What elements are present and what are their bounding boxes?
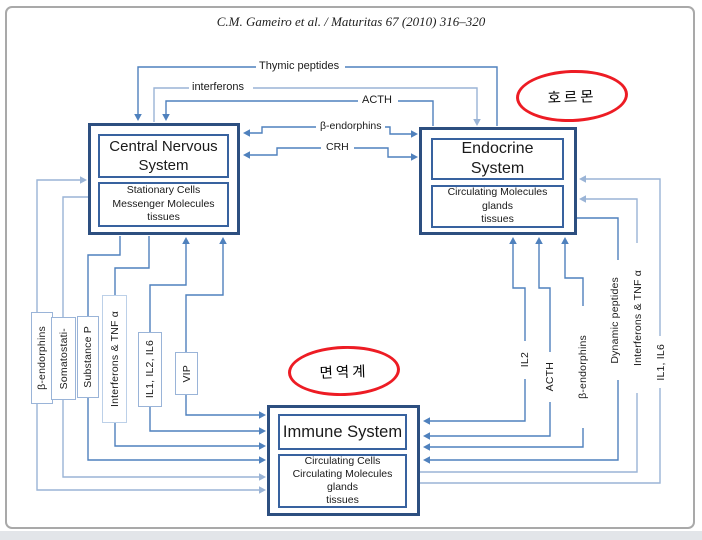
edge-il1-il6 [420,175,661,484]
node-immune-system: Immune System Circulating Cells Circulat… [267,405,420,516]
edge-interferons-tnf-left [114,236,266,450]
mediator-label-acth-right: ACTH [542,352,558,402]
cns-components: Stationary Cells Messenger Molecules tis… [98,182,229,227]
cns-item: Messenger Molecules [112,197,215,210]
edge-beta-endorphins-right [423,237,584,451]
annotation-text-hormone: 호르몬 [547,88,597,107]
mediator-label: Somatostati- [57,327,70,390]
edge-il2 [423,237,526,425]
mediator-label-interferons-tnf-right: Interferons & TNF α [629,243,646,393]
edge-thymic-peptides [134,66,498,126]
edge-vip [185,237,266,419]
label-beta-endorphins-top: β-endorphins [317,120,385,132]
mediator-box-somatostatin: Somatostati- [51,317,76,400]
immune-item: Circulating Cells [304,455,381,467]
edge-interferons [153,87,481,126]
node-central-nervous-system: Central Nervous System Stationary Cells … [88,123,240,235]
edge-interferons-tnf-right [420,195,638,473]
endocrine-components: Circulating Molecules glands tissues [431,185,564,228]
mediator-box-substance-p: Substance P [77,316,99,398]
immune-components: Circulating Cells Circulating Molecules … [278,454,407,508]
immune-item: Circulating Molecules [292,468,393,480]
mediator-box-il1-il2-il6: IL1, IL2, IL6 [138,332,162,407]
endocrine-item: Circulating Molecules [447,186,548,199]
endocrine-title: Endocrine System [431,138,564,180]
mediator-label-dynamic-peptides: Dynamic peptides [606,260,623,380]
mediator-label: β-endorphins [36,326,48,390]
edge-beta-endorphins-left [36,176,266,494]
label-thymic-peptides: Thymic peptides [256,60,343,72]
mediator-label-il2: IL2 [517,341,533,379]
cns-item: tissues [147,211,180,224]
label-acth-top: ACTH [359,94,395,106]
annotation-text-immune: 면역계 [319,363,369,382]
immune-item: glands [327,481,358,493]
edge-substance-p [87,236,266,464]
mediator-label-il1-il6: IL1, IL6 [652,336,669,388]
edge-crh [243,147,418,161]
immune-item: tissues [326,494,359,506]
mediator-label: VIP [180,364,193,383]
mediator-label-beta-endorphins-right: β-endorphins [575,306,591,428]
cns-title: Central Nervous System [98,134,229,178]
label-interferons: interferons [189,81,247,93]
mediator-box-interferons-tnf-left: Interferons & TNF α [102,295,127,423]
mediator-label: IL1, IL2, IL6 [144,340,156,399]
cns-item: Stationary Cells [126,184,201,197]
endocrine-item: tissues [481,213,514,226]
edge-acth-right [423,237,551,440]
immune-title: Immune System [278,414,407,450]
window-bottom-strip [0,531,702,540]
label-crh: CRH [323,141,352,153]
edge-il1-il2-il6 [149,237,266,435]
edge-somatostatin [62,196,266,481]
mediator-box-beta-endorphins-left: β-endorphins [31,312,53,404]
mediator-label: Substance P [82,326,94,388]
mediator-box-vip: VIP [175,352,198,395]
endocrine-item: glands [482,199,513,212]
paper-citation: C.M. Gameiro et al. / Maturitas 67 (2010… [216,14,486,29]
edge-acth-top [162,100,434,126]
node-endocrine-system: Endocrine System Circulating Molecules g… [419,127,577,235]
mediator-label: Interferons & TNF α [108,310,121,408]
